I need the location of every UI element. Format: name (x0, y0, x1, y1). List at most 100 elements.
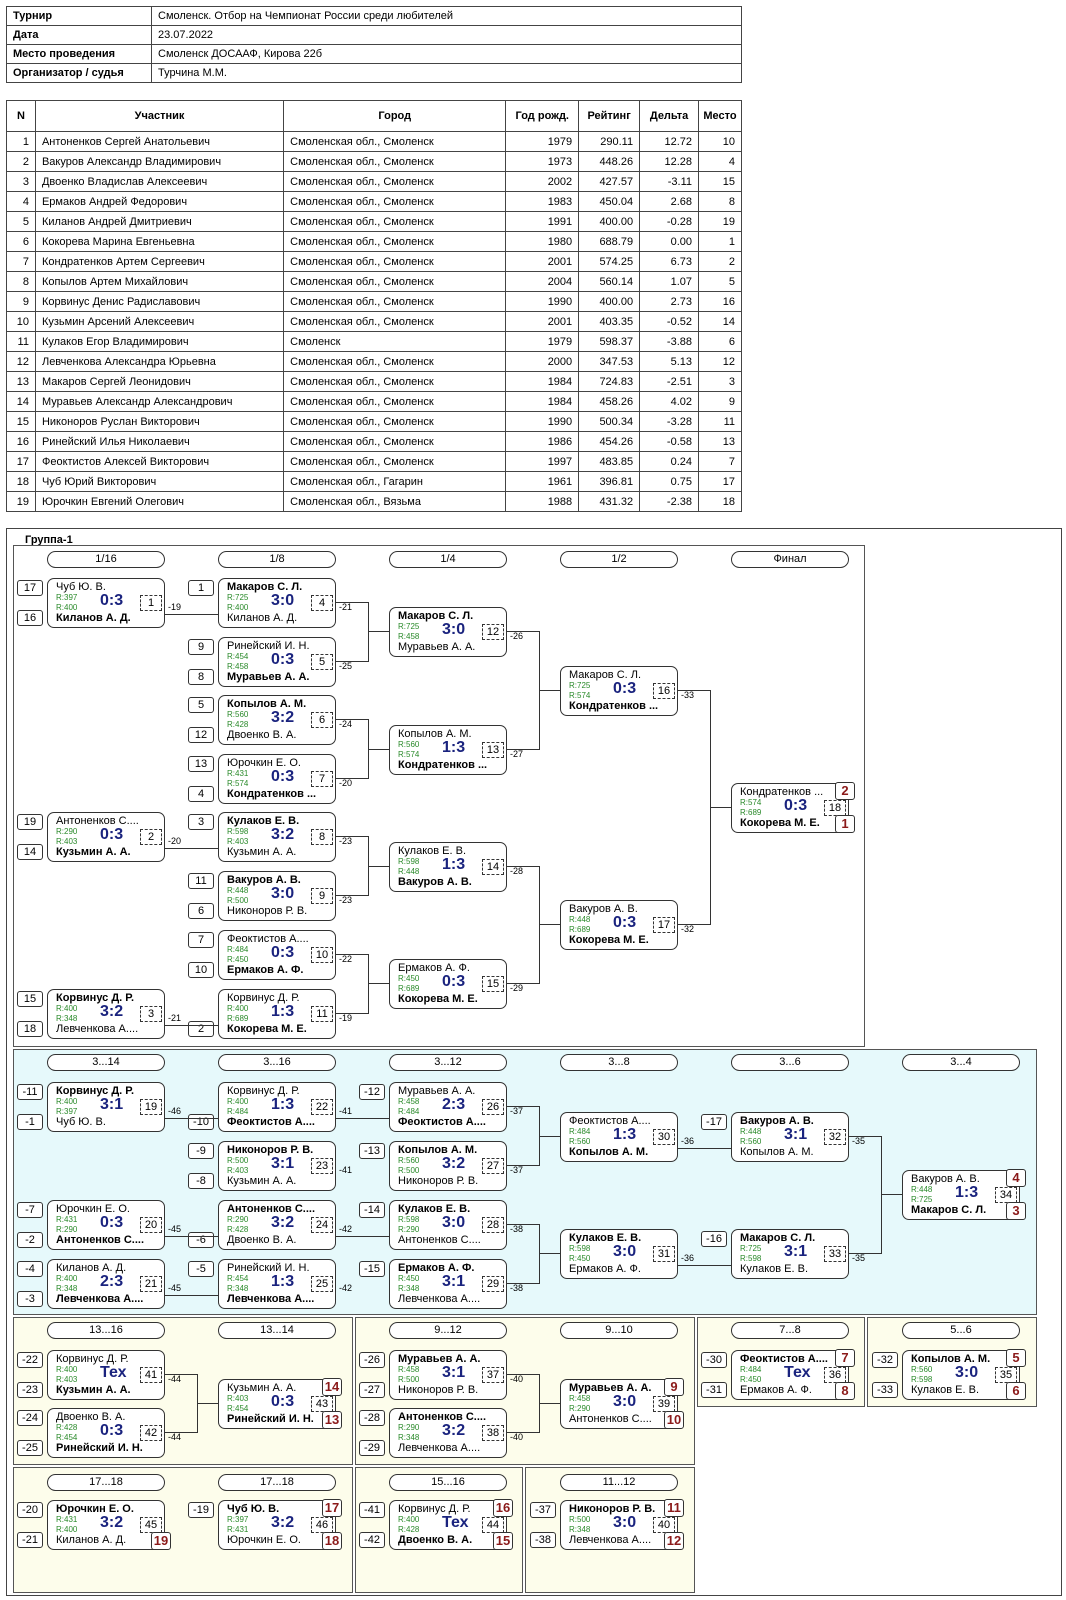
match-number: 26 (482, 1099, 504, 1115)
rating-top: R:403 (227, 1394, 249, 1403)
player-top: Корвинус Д. Р. (227, 992, 300, 1004)
cell-city: Смоленск (283, 331, 507, 352)
rating-bottom: R:598 (911, 1375, 933, 1384)
column-header: Участник (34, 100, 285, 132)
seed-top: -22 (17, 1352, 43, 1368)
match-score: 2:3 (442, 1096, 466, 1113)
player-top: Чуб Ю. В. (227, 1503, 280, 1515)
player-top: Двоенко В. А. (56, 1411, 126, 1423)
cell-year: 1980 (505, 231, 580, 252)
round-label: 1/4 (389, 551, 507, 568)
bracket-connector (507, 1165, 539, 1166)
player-bottom: Кузьмин А. А. (56, 846, 131, 858)
column-header: N (6, 100, 36, 132)
rating-top: R:397 (227, 1515, 249, 1524)
cell-n: 7 (6, 251, 36, 272)
loser-goes-to: -42 (339, 1224, 353, 1234)
match-number: 7 (311, 771, 333, 787)
cell-city: Смоленская обл., Смоленск (283, 151, 507, 172)
rating-bottom: R:348 (398, 1433, 420, 1442)
player-bottom: Кузьмин А. А. (227, 1175, 297, 1187)
rating-bottom: R:454 (56, 1433, 78, 1442)
seed-bottom: -8 (188, 1173, 214, 1189)
player-bottom: Кондратенков ... (398, 759, 488, 771)
match-score: 0:3 (271, 944, 295, 961)
place-bottom: 19 (151, 1532, 171, 1550)
rating-top: R:400 (398, 1515, 420, 1524)
rating-bottom: R:431 (227, 1525, 249, 1534)
cell-place: 11 (698, 411, 742, 432)
bracket-connector (165, 1025, 218, 1026)
round-label: 17...18 (47, 1474, 165, 1491)
bracket-connector (336, 836, 368, 837)
seed-top: -20 (17, 1502, 43, 1518)
rating-top: R:454 (227, 1274, 249, 1283)
cell-n: 13 (6, 371, 36, 392)
match-number: 40 (653, 1517, 675, 1533)
rating-bottom: R:450 (227, 955, 249, 964)
cell-n: 3 (6, 171, 36, 192)
rating-top: R:448 (569, 915, 591, 924)
cell-place: 19 (698, 211, 742, 232)
loser-goes-to: -41 (339, 1165, 353, 1175)
match-score: 1:3 (442, 739, 466, 756)
player-bottom: Ермаков А. Ф. (740, 1384, 812, 1396)
seed-top: -32 (872, 1352, 898, 1368)
player-top: Кулаков Е. В. (227, 815, 300, 827)
seed-bottom: -33 (872, 1382, 898, 1398)
bracket-connector (165, 1236, 218, 1237)
seed-bottom: -29 (359, 1440, 385, 1456)
match-score: Тех (100, 1364, 127, 1381)
match-number: 11 (311, 1006, 333, 1022)
rating-top: R:598 (569, 1244, 591, 1253)
loser-goes-to: -36 (681, 1136, 695, 1146)
